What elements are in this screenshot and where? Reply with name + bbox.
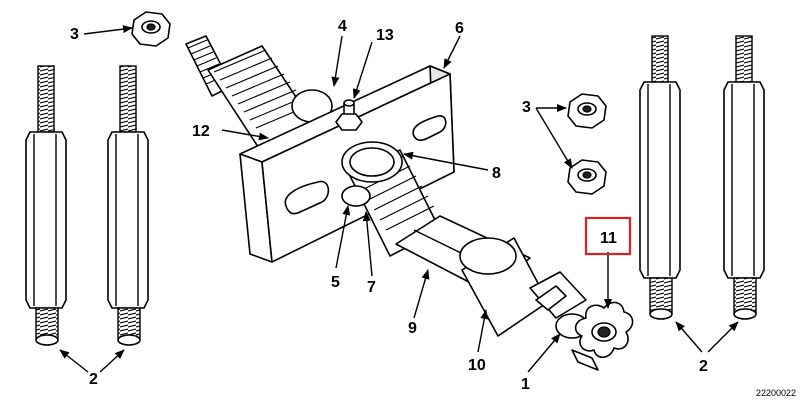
standoff-left-b [107,65,149,346]
callout-3-right: 3 [522,99,531,116]
callout-4: 4 [338,18,347,35]
callout-9: 9 [408,320,417,337]
hex-nut-right-lower [567,159,607,195]
callout-10: 10 [468,357,486,374]
standoff-left-a [25,65,67,346]
callout-11: 11 [600,230,617,247]
sleeve-tube [395,215,549,337]
hex-nut-right-upper [567,93,607,129]
callout-1: 1 [521,376,530,393]
callout-8: 8 [492,165,501,182]
callout-12: 12 [192,123,210,140]
callout-7: 7 [367,279,376,296]
callout-3-top: 3 [70,26,79,43]
callout-11-highlight-box [584,216,632,256]
callout-13: 13 [376,27,394,44]
callout-2-right: 2 [699,358,708,375]
leader-lines [59,25,739,373]
star-knob [571,301,634,371]
callout-2-left: 2 [89,371,98,388]
callout-6: 6 [455,20,464,37]
figure-number: 22200022 [756,388,796,398]
hex-nut-top [131,11,171,47]
standoff-right-a [639,35,681,320]
standoff-right-b [723,35,765,320]
callout-5: 5 [331,274,340,291]
